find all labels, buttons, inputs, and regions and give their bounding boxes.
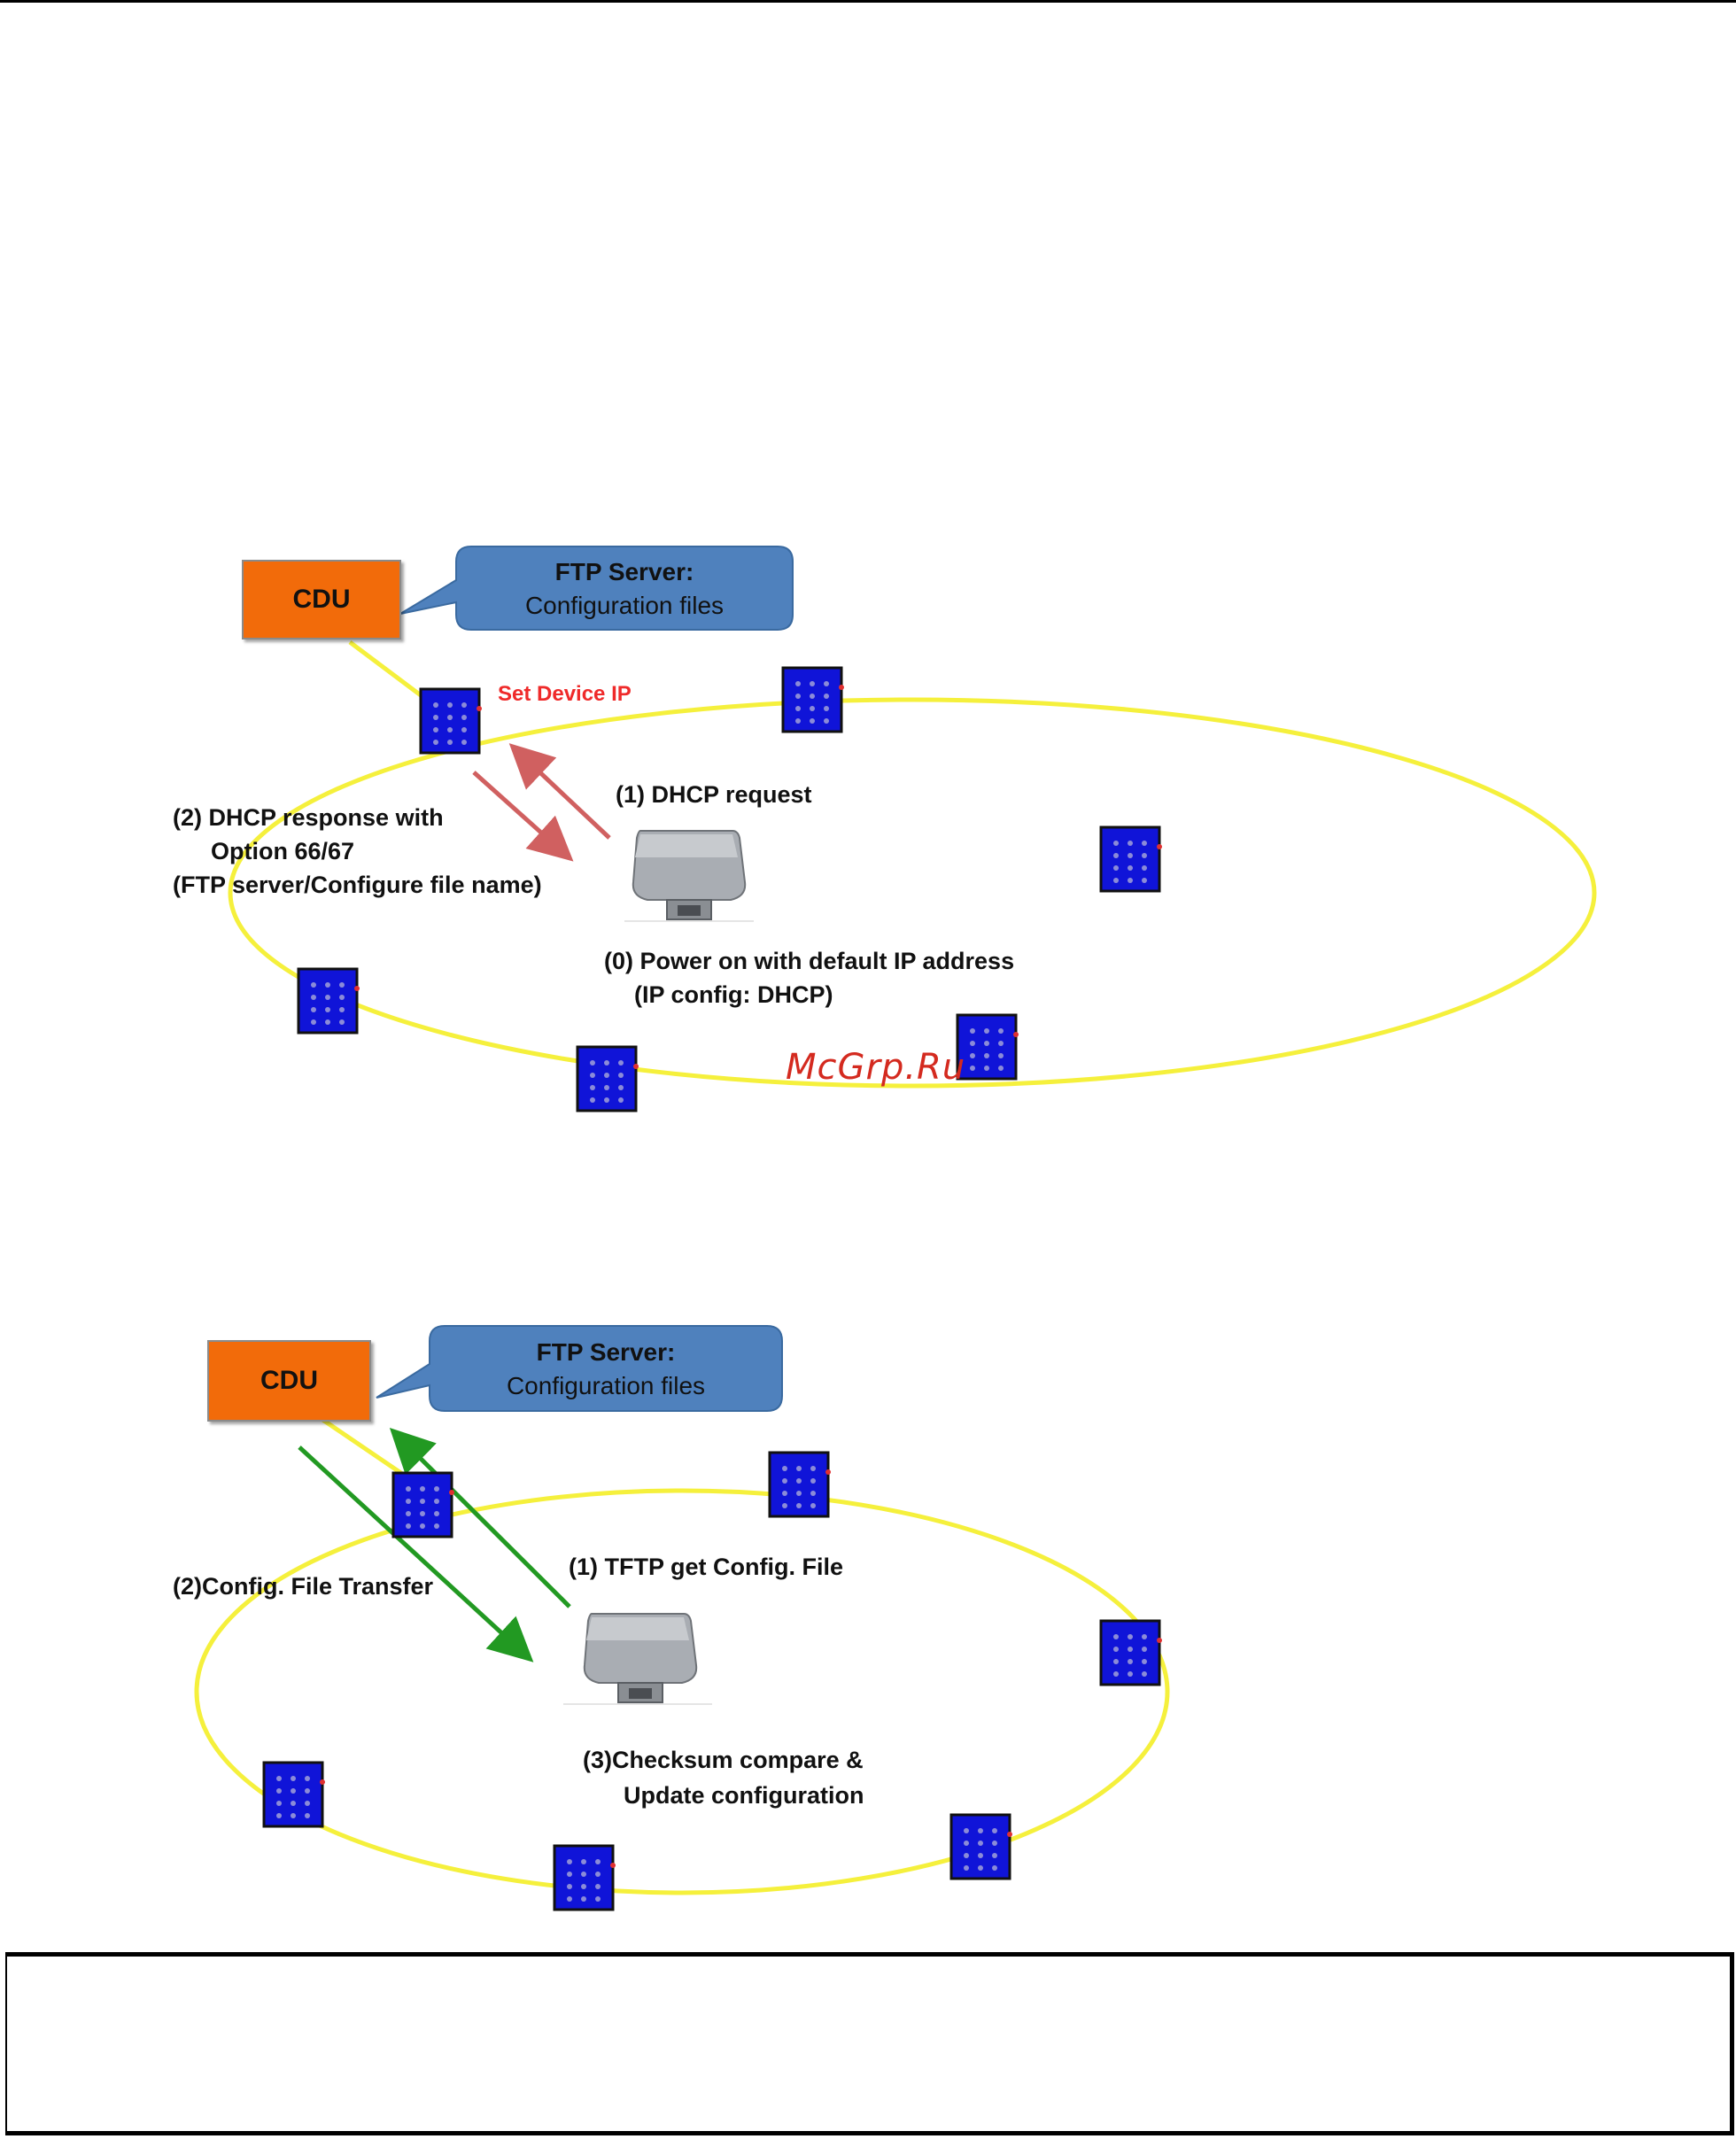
network-ring: [228, 697, 1597, 1089]
ftp-callout-shape: [399, 546, 794, 631]
set-device-ip-label: Set Device IP: [498, 682, 632, 706]
ftp-server-callout: FTP Server: Configuration files: [456, 555, 793, 623]
step2-line2: Option 66/67: [211, 838, 355, 864]
new-device-icon: [563, 1613, 712, 1705]
cdu-label: CDU: [260, 1366, 318, 1395]
new-device-icon: [624, 830, 754, 922]
step2-line1: (2) DHCP response with: [173, 804, 444, 831]
step2-line3: (FTP server/Configure file name): [173, 872, 542, 898]
step3-line2: Update configuration: [624, 1782, 864, 1809]
diagram-dhcp-graphics: [228, 546, 1597, 1112]
device-icon: [391, 1471, 454, 1538]
callout-title: FTP Server:: [536, 1338, 676, 1366]
dhcp-request-arrow: [508, 743, 611, 840]
device-icon: [781, 666, 844, 733]
cdu-label: CDU: [292, 585, 351, 614]
callout-subtitle: Configuration files: [524, 592, 725, 619]
dhcp-response-arrow: [472, 771, 574, 862]
ftp-server-callout: FTP Server: Configuration files: [430, 1336, 782, 1403]
diagram-tftp: CDU FTP Server: Configuration files (1) …: [0, 1151, 1736, 1949]
cdu-box: CDU: [242, 560, 401, 639]
step0-line1: (0) Power on with default IP address: [604, 948, 1015, 974]
callout-title: FTP Server:: [554, 558, 694, 585]
device-icon: [262, 1761, 325, 1828]
device-icon: [553, 1844, 616, 1911]
device-icon: [949, 1813, 1012, 1880]
network-ring: [194, 1488, 1170, 1895]
step0-line2: (IP config: DHCP): [634, 981, 833, 1008]
step3-line1: (3)Checksum compare &: [583, 1747, 864, 1773]
diagram-tftp-graphics: [194, 1325, 1170, 1911]
footer-box: [5, 1952, 1734, 2135]
watermark-text: McGrp.Ru: [786, 1047, 966, 1088]
callout-subtitle: Configuration files: [506, 1372, 706, 1399]
device-icon: [1099, 1619, 1162, 1686]
diagram-dhcp: CDU FTP Server: Configuration files Set …: [173, 546, 1597, 1112]
ftp-callout-shape: [376, 1325, 783, 1412]
device-icon: [576, 1045, 639, 1112]
step1-dhcp-request: (1) DHCP request: [616, 781, 812, 808]
device-icon: [956, 1013, 1019, 1081]
device-icon: [297, 967, 360, 1035]
step1-tftp-get: (1) TFTP get Config. File: [569, 1554, 843, 1580]
cdu-box: CDU: [207, 1340, 371, 1422]
device-icon: [768, 1451, 831, 1518]
top-rule: [0, 0, 1736, 3]
file-transfer-arrow: [298, 1445, 534, 1662]
device-icon: [419, 687, 482, 755]
step2-file-transfer: (2)Config. File Transfer: [173, 1573, 434, 1600]
device-icon: [1099, 825, 1162, 893]
cdu-link: [317, 1414, 409, 1480]
tftp-get-arrow: [389, 1427, 571, 1608]
